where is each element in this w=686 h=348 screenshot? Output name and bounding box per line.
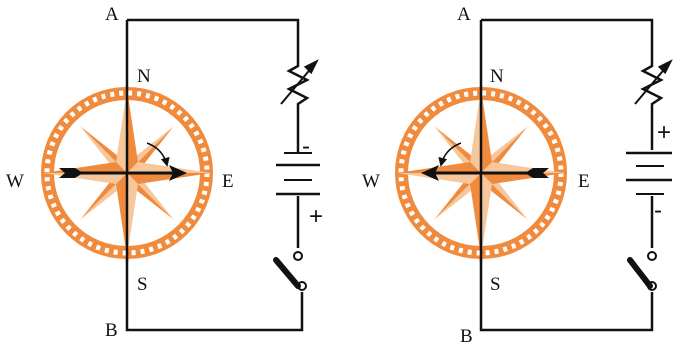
right-circuit: A B N S E W + - [362,4,673,347]
left-label-east: E [222,171,234,192]
compass-needle [421,165,549,181]
left-battery-bottom-sign: + [309,203,323,230]
compass-star [43,89,211,257]
left-label-north: N [137,66,151,87]
left-circuit: A B N S E W - + [6,4,323,341]
compass-needle [59,165,187,181]
right-switch [627,251,657,291]
right-rheostat [634,59,673,112]
left-label-west: W [6,171,24,192]
compass-star [397,89,565,257]
left-label-south: S [137,274,148,295]
switch-lever [273,257,301,289]
left-battery [276,152,320,196]
left-label-a: A [105,4,119,25]
switch-lever [627,257,653,289]
right-battery-bottom-sign: - [654,197,662,224]
right-battery [626,151,672,195]
deflection-arrow [438,142,462,167]
right-label-west: W [362,171,380,192]
left-label-b: B [105,320,118,341]
right-label-east: E [578,171,590,192]
right-label-b: B [460,326,473,347]
deflection-arrow [146,142,170,167]
right-label-a: A [457,4,471,25]
left-rheostat [280,59,319,112]
right-label-north: N [490,66,504,87]
left-battery-top-sign: - [302,133,310,160]
right-label-south: S [490,274,501,295]
left-switch [273,251,307,291]
right-battery-top-sign: + [657,119,671,146]
